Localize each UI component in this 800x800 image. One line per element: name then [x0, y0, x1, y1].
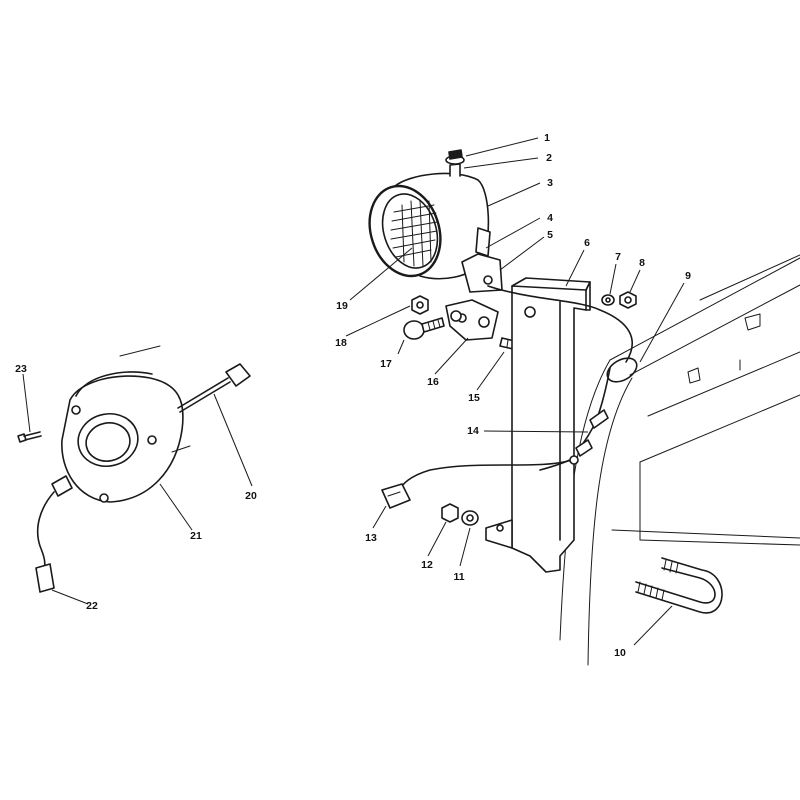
callout-22: 22: [86, 600, 98, 612]
callout-23: 23: [15, 363, 27, 375]
auxiliary-lamp: [61, 345, 191, 503]
lamp-grille: [390, 199, 438, 267]
callout-17: 17: [380, 358, 392, 370]
callout-12: 12: [421, 559, 433, 571]
hardware-11-12: [441, 503, 479, 526]
callout-8: 8: [639, 257, 645, 269]
callout-3: 3: [547, 177, 553, 189]
connector-13: [381, 483, 411, 509]
callout-11: 11: [453, 571, 464, 583]
callout-10: 10: [614, 647, 626, 659]
leader-lines: [22, 137, 685, 646]
mounting-bracket: [485, 277, 591, 573]
callout-21: 21: [190, 530, 202, 542]
callouts: 1 2 3 4 5 6 7 8 9 10 11 12 13 14 15 16 1…: [15, 132, 691, 659]
callout-7: 7: [615, 251, 621, 263]
callout-19: 19: [336, 300, 348, 312]
screw-20: [177, 363, 251, 413]
callout-6: 6: [584, 237, 590, 249]
callout-1: 1: [544, 132, 550, 144]
harness-connector-14: [569, 409, 609, 465]
callout-16: 16: [427, 376, 439, 388]
callout-9: 9: [685, 270, 691, 282]
callout-13: 13: [365, 532, 377, 544]
callout-14: 14: [467, 425, 479, 437]
callout-4: 4: [547, 212, 553, 224]
lamp-pigtail: [35, 475, 73, 593]
callout-15: 15: [468, 392, 480, 404]
screw-23: [17, 431, 42, 443]
cab-outline: [559, 254, 800, 666]
callout-18: 18: [335, 337, 347, 349]
callout-5: 5: [547, 229, 553, 241]
u-bolt: [635, 557, 723, 614]
callout-20: 20: [245, 490, 257, 502]
callout-2: 2: [546, 152, 552, 164]
work-lamp: [368, 149, 503, 293]
hardware-7-8: [601, 291, 637, 309]
